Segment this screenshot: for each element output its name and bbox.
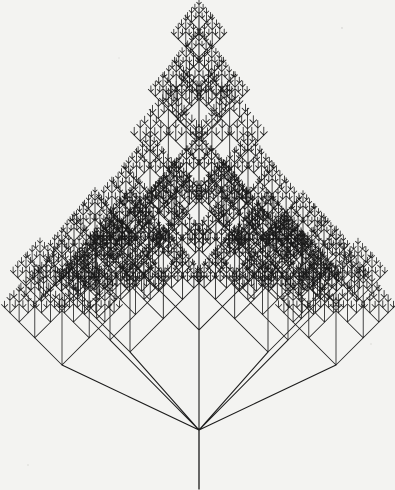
fractal-tree-illustration [0, 0, 395, 490]
tree-branches [2, 0, 395, 489]
scanned-page [0, 0, 395, 490]
